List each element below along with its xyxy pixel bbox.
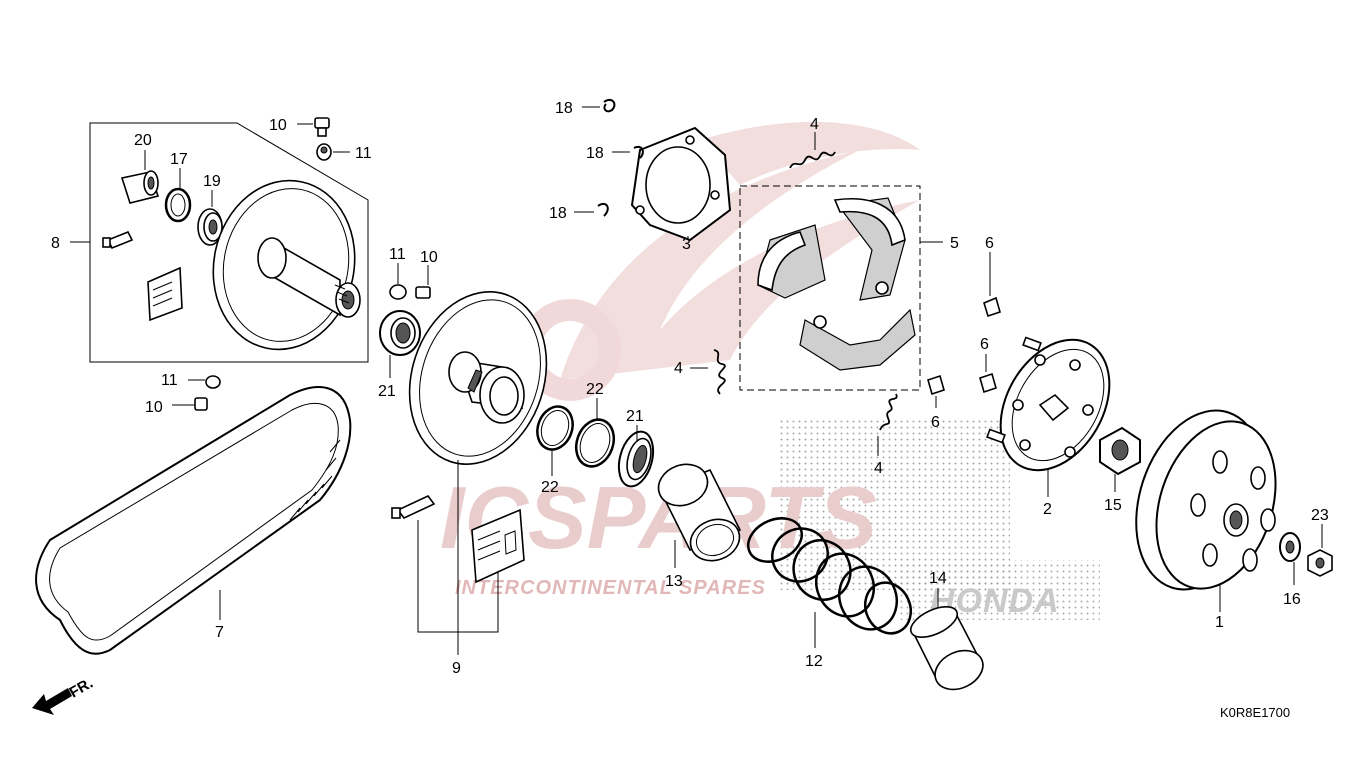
part-21-oil-seal-left (379, 310, 421, 356)
part-1-clutch-outer (1135, 409, 1277, 591)
grease-tube-icon-9 (391, 495, 436, 519)
callout-labels: 1 2 3 4 4 4 5 6 6 6 7 8 9 10 10 10 11 11… (51, 100, 1329, 677)
part-13-seal-collar (657, 463, 742, 562)
callout-10-top: 10 (269, 117, 287, 134)
callout-4-low: 4 (874, 460, 883, 477)
callout-4-top: 4 (810, 116, 819, 133)
part-11-collar-left (205, 375, 221, 389)
part-11-collar-top (316, 143, 332, 161)
part-5-clutch-shoes (757, 197, 916, 371)
drive-face-assembly (212, 179, 361, 351)
wing-logo-accent (700, 121, 920, 185)
callout-7: 7 (215, 624, 224, 641)
callout-13: 13 (665, 573, 683, 590)
callout-14: 14 (929, 570, 947, 587)
part-3-plate (630, 126, 732, 242)
part-7-drive-belt (35, 386, 352, 655)
callout-21-left: 21 (378, 383, 396, 400)
part-6-damper-c (927, 374, 945, 396)
part-12-driven-spring (747, 517, 913, 635)
part-20-collar (120, 170, 160, 204)
part-18-clip-c (597, 202, 609, 217)
part-10-bolt-mid (415, 286, 431, 299)
callout-6-a: 6 (985, 235, 994, 252)
part-22-o-ring-left (536, 405, 574, 451)
callout-2: 2 (1043, 501, 1052, 518)
callout-18-a: 18 (555, 100, 573, 117)
callout-10-mid: 10 (420, 249, 438, 266)
part-6-damper-a (983, 296, 1001, 318)
part-18-clip-a (603, 98, 616, 113)
callout-23: 23 (1311, 507, 1329, 524)
part-19-bearing (197, 208, 223, 246)
part-14-collar (909, 606, 984, 691)
front-direction-arrow-icon (32, 688, 72, 715)
callout-11-mid: 11 (389, 246, 406, 263)
callout-11-top: 11 (355, 145, 372, 162)
diagram-code: K0R8E1700 (1220, 705, 1290, 720)
callout-18-b: 18 (586, 145, 604, 162)
direction-label: FR. (67, 675, 96, 702)
part-21-oil-seal-right (617, 430, 655, 488)
watermark-tagline: INTERCONTINENTAL SPARES (455, 577, 766, 599)
caution-label-icon-9 (471, 508, 525, 584)
callout-22-left: 22 (541, 479, 559, 496)
group-box-8 (89, 122, 369, 363)
part-4-spring-top (789, 151, 836, 169)
grease-tube-icon (102, 230, 134, 250)
callout-4-mid: 4 (674, 360, 683, 377)
callout-5: 5 (950, 235, 959, 252)
part-4-spring-mid (713, 349, 726, 395)
callout-6-b: 6 (980, 336, 989, 353)
callout-11-left: 11 (161, 372, 178, 389)
callout-19: 19 (203, 173, 221, 190)
caution-label-icon (147, 266, 183, 322)
callout-22-right: 22 (586, 381, 604, 398)
part-18-clip-b (633, 146, 644, 159)
callout-16: 16 (1283, 591, 1301, 608)
part-16-washer (1279, 532, 1301, 562)
callout-15: 15 (1104, 497, 1122, 514)
part-15-nut (1099, 426, 1141, 476)
callout-6-c: 6 (931, 414, 940, 431)
part-6-damper-b (979, 372, 997, 394)
callout-8: 8 (51, 235, 60, 252)
part-22-o-ring-right (574, 418, 616, 468)
part-11-collar-mid (389, 284, 407, 300)
part-10-bolt-top (314, 117, 330, 137)
callout-17: 17 (170, 151, 188, 168)
callout-3: 3 (682, 236, 691, 253)
callout-20: 20 (134, 132, 152, 149)
part-2-drive-plate (986, 336, 1111, 472)
callout-9: 9 (452, 660, 461, 677)
part-17-snap-ring (164, 187, 192, 223)
part-9-driven-face (408, 291, 548, 465)
part-23-nut (1307, 549, 1333, 577)
callout-21-right: 21 (626, 408, 644, 425)
part-10-bolt-left (194, 397, 208, 411)
part-4-spring-low (879, 393, 898, 431)
callout-12: 12 (805, 653, 823, 670)
callout-1: 1 (1215, 614, 1224, 631)
callout-18-c: 18 (549, 205, 567, 222)
callout-10-left: 10 (145, 399, 163, 416)
